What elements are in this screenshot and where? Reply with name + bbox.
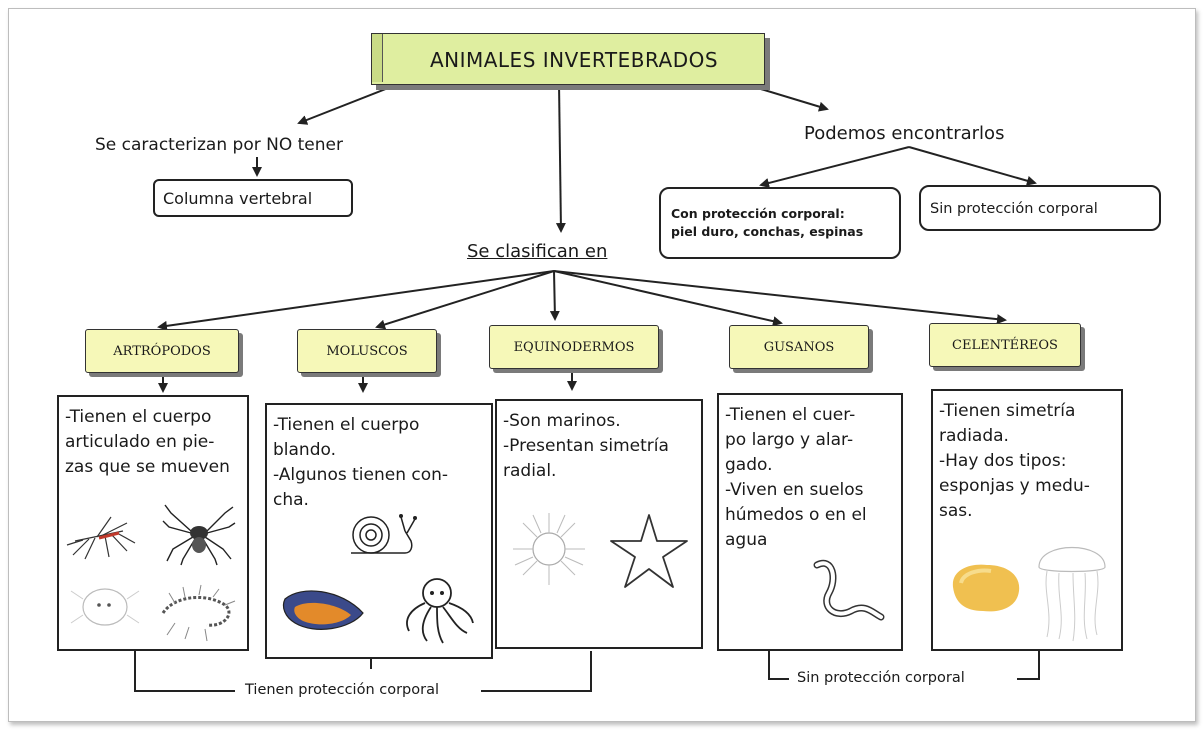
- spider-icon: [162, 504, 236, 566]
- mussel-icon: [282, 590, 364, 630]
- desc-line: gado.: [725, 455, 773, 475]
- desc-line: po largo y alar-: [725, 430, 854, 450]
- desc-line: esponjas y medu-: [939, 476, 1090, 496]
- mite-icon: [70, 588, 140, 626]
- group-gusanos-label: GUSANOS: [763, 339, 835, 355]
- without-protection-text: Sin protección corporal: [930, 201, 1098, 217]
- with-protection-box: Con protección corporal: piel duro, conc…: [659, 187, 901, 259]
- classification-label: Se clasifican en: [467, 241, 608, 262]
- desc-line: húmedos o en el: [725, 505, 867, 525]
- desc-line: -Viven en suelos: [725, 480, 864, 500]
- desc-moluscos: -Tienen el cuerpo blando. -Algunos tiene…: [265, 403, 493, 659]
- desc-line: radiada.: [939, 426, 1009, 446]
- without-protection-box: Sin protección corporal: [919, 185, 1161, 231]
- desc-line: cha.: [273, 490, 309, 510]
- group-equinodermos-label: EQUINODERMOS: [513, 339, 635, 355]
- title-box: ANIMALES INVERTEBRADOS: [371, 33, 765, 85]
- desc-line: zas que se mueven: [65, 457, 230, 477]
- column-vertebral-text: Columna vertebral: [163, 189, 313, 208]
- group-equinodermos: EQUINODERMOS: [489, 325, 659, 369]
- diagram-title: ANIMALES INVERTEBRADOS: [429, 48, 719, 72]
- octopus-icon: [406, 578, 474, 644]
- with-protection-line-1: Con protección corporal:: [671, 206, 845, 221]
- desc-line: -Tienen simetría: [939, 401, 1076, 421]
- desc-line: -Presentan simetría: [503, 436, 669, 456]
- desc-line: articulado en pie-: [65, 432, 215, 452]
- with-protection-line-2: piel duro, conchas, espinas: [671, 224, 864, 239]
- group-celentereos: CELENTÉREOS: [929, 323, 1081, 367]
- desc-gusanos: -Tienen el cuer- po largo y alar- gado. …: [717, 393, 903, 651]
- desc-line: blando.: [273, 440, 337, 460]
- desc-line: radial.: [503, 461, 557, 481]
- group-moluscos: MOLUSCOS: [297, 329, 437, 373]
- bottom-protected-label: Tienen protección corporal: [245, 682, 439, 698]
- desc-line: -Tienen el cuerpo: [273, 415, 420, 435]
- group-artropodos: ARTRÓPODOS: [85, 329, 239, 373]
- desc-line: -Son marinos.: [503, 411, 621, 431]
- group-gusanos: GUSANOS: [729, 325, 869, 369]
- desc-line: -Hay dos tipos:: [939, 451, 1067, 471]
- sea-urchin-icon: [513, 513, 585, 585]
- desc-line: sas.: [939, 501, 973, 521]
- desc-celentereos: -Tienen simetría radiada. -Hay dos tipos…: [931, 389, 1123, 651]
- desc-line: -Tienen el cuer-: [725, 405, 856, 425]
- starfish-icon: [610, 514, 688, 588]
- desc-artropodos: -Tienen el cuerpo articulado en pie- zas…: [57, 395, 249, 651]
- desc-line: agua: [725, 530, 768, 550]
- sponge-icon: [952, 564, 1020, 612]
- centipede-icon: [161, 584, 236, 642]
- right-branch-label: Podemos encontrarlos: [804, 123, 1005, 144]
- bottom-unprotected-label: Sin protección corporal: [797, 670, 965, 686]
- mosquito-icon: [66, 516, 136, 560]
- worm-icon: [813, 559, 885, 621]
- group-celentereos-label: CELENTÉREOS: [952, 337, 1058, 353]
- group-moluscos-label: MOLUSCOS: [326, 343, 408, 359]
- connector-arrows: [134, 82, 1040, 692]
- snail-icon: [351, 514, 417, 554]
- jellyfish-icon: [1038, 547, 1106, 642]
- left-branch-label: Se caracterizan por NO tener: [95, 135, 343, 155]
- column-vertebral-box: Columna vertebral: [153, 179, 353, 217]
- group-artropodos-label: ARTRÓPODOS: [113, 343, 211, 359]
- concept-map-sheet: ANIMALES INVERTEBRADOS Se caracterizan p…: [8, 8, 1196, 722]
- desc-equinodermos: -Son marinos. -Presentan simetría radial…: [495, 399, 703, 649]
- desc-line: -Tienen el cuerpo: [65, 407, 212, 427]
- desc-line: -Algunos tienen con-: [273, 465, 449, 485]
